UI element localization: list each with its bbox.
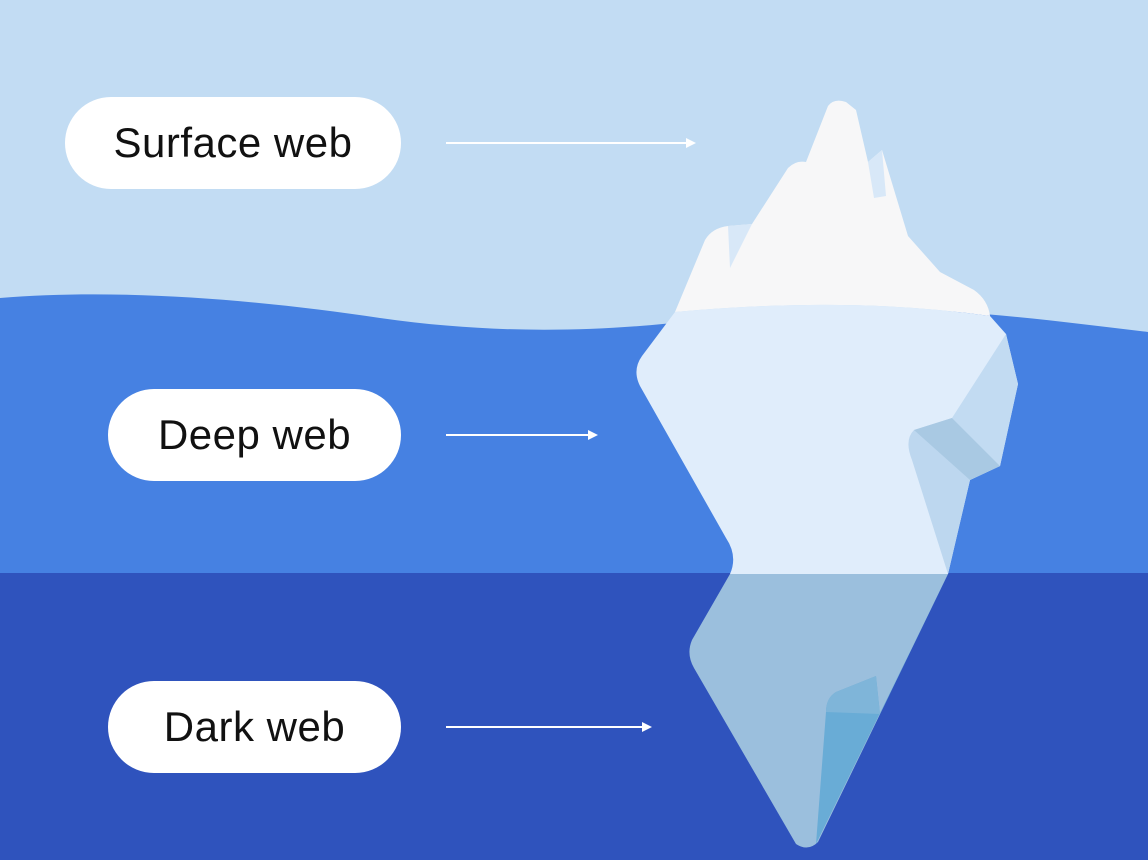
iceberg-underwater — [689, 574, 948, 848]
arrow-right-icon — [446, 722, 652, 732]
iceberg-tip-facet — [728, 224, 752, 268]
surface-web-label-text: Surface web — [113, 119, 353, 166]
deep-web-label-text: Deep web — [157, 411, 352, 458]
iceberg-middle — [636, 304, 1018, 574]
iceberg-middle-shadow — [914, 418, 1000, 480]
arrow-right-icon — [446, 430, 598, 440]
arrow-right-icon — [446, 138, 696, 148]
iceberg-middle-shadow — [952, 334, 1018, 466]
surface-web-label: Surface web — [65, 97, 401, 189]
iceberg-tip — [675, 100, 990, 317]
iceberg-underwater-facet — [826, 676, 880, 714]
deep-web-label: Deep web — [108, 389, 401, 481]
iceberg-tip-facet — [868, 150, 886, 198]
iceberg-underwater-shadow — [816, 574, 948, 844]
dark-web-label-text: Dark web — [163, 703, 346, 750]
dark-web-label: Dark web — [108, 681, 401, 773]
